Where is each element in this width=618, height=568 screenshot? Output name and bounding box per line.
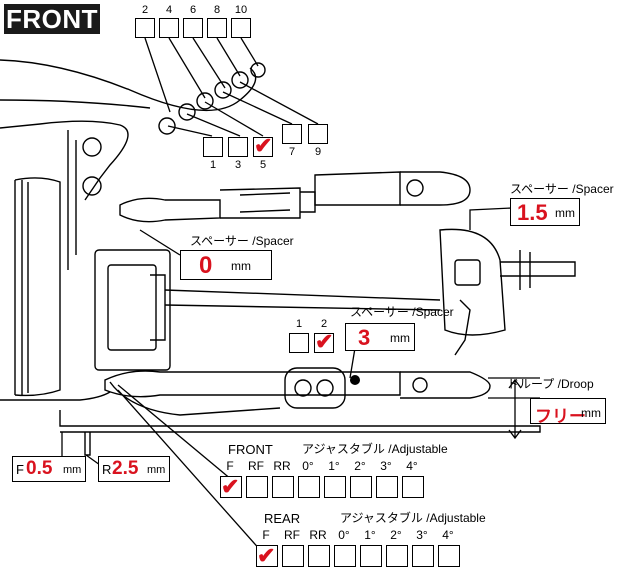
camber-bottom-box-5[interactable]: ✔ <box>253 133 273 158</box>
rear-offset-box: R 2.5 mm <box>98 456 170 482</box>
camber-top-box-8[interactable] <box>207 18 227 38</box>
rear-option-label: RF <box>284 528 300 542</box>
front-offset-prefix: F <box>16 462 24 477</box>
rear-option-box[interactable] <box>308 545 330 567</box>
arm-hole-label-1: 1 <box>295 318 303 330</box>
rear-option-box[interactable] <box>386 545 408 567</box>
arm-spacer-value-box: 3 mm <box>345 323 415 351</box>
rear-option-box[interactable] <box>412 545 434 567</box>
camber-top-label-2: 2 <box>141 4 149 16</box>
front-option-label: 3° <box>380 459 392 473</box>
outer-spacer-value: 1.5 <box>517 200 548 225</box>
front-offset-value: 0.5 <box>26 458 53 479</box>
rear-option-label: 3° <box>416 528 428 542</box>
rear-option-label: 0° <box>338 528 350 542</box>
droop-value: フリー <box>535 407 586 426</box>
camber-top-label-4: 4 <box>165 4 173 16</box>
check-mark-icon: ✔ <box>315 329 334 354</box>
front-option-box[interactable] <box>402 476 424 498</box>
camber-bottom-box-1[interactable] <box>203 137 223 157</box>
front-badge: FRONT <box>4 4 100 34</box>
camber-top-box-2[interactable] <box>135 18 155 38</box>
rear-option-box[interactable]: ✔ <box>256 545 278 567</box>
arm-spacer-unit: mm <box>390 331 410 345</box>
front-option-label: 4° <box>406 459 418 473</box>
upper-spacer-value: 0 <box>199 252 213 279</box>
front-option-label: RR <box>273 459 291 473</box>
camber-bottom-label-7: 7 <box>288 146 296 158</box>
camber-top-box-6[interactable] <box>183 18 203 38</box>
droop-unit: mm <box>581 406 601 420</box>
check-mark-icon: ✔ <box>257 543 276 568</box>
camber-top-box-4[interactable] <box>159 18 179 38</box>
outer-spacer-unit: mm <box>555 206 575 220</box>
arm-hole-box-1[interactable] <box>289 333 309 353</box>
upper-spacer-unit: mm <box>231 259 251 273</box>
front-option-label: 0° <box>302 459 314 473</box>
rear-offset-value: 2.5 <box>112 458 139 479</box>
camber-top-box-10[interactable] <box>231 18 251 38</box>
rear-option-box[interactable] <box>438 545 460 567</box>
droop-label: ドループ /Droop <box>507 377 594 391</box>
rear-option-box[interactable] <box>334 545 356 567</box>
arm-spacer-label: スペーサー /Spacer <box>350 305 454 319</box>
arm-spacer-value: 3 <box>358 325 371 350</box>
rear-option-label: 2° <box>390 528 402 542</box>
rear-adjustable-label: アジャスタブル /Adjustable <box>340 511 486 525</box>
camber-bottom-label-1: 1 <box>209 159 217 171</box>
camber-bottom-label-3: 3 <box>234 159 242 171</box>
front-mount-title: FRONT <box>228 442 273 457</box>
camber-top-label-8: 8 <box>213 4 221 16</box>
front-option-box[interactable] <box>324 476 346 498</box>
upper-spacer-label: スペーサー /Spacer <box>190 234 294 248</box>
camber-bottom-label-5: 5 <box>259 159 267 171</box>
front-offset-box: F 0.5 mm <box>12 456 86 482</box>
front-option-label: F <box>226 459 234 473</box>
front-option-box[interactable]: ✔ <box>220 476 242 498</box>
upper-spacer-value-box: 0 mm <box>180 250 272 280</box>
camber-bottom-box-9[interactable] <box>308 124 328 144</box>
rear-option-label: F <box>262 528 270 542</box>
front-option-box[interactable] <box>376 476 398 498</box>
rear-offset-unit: mm <box>147 464 166 476</box>
outer-spacer-label: スペーサー /Spacer <box>510 182 614 196</box>
front-option-box[interactable] <box>298 476 320 498</box>
front-adjustable-label: アジャスタブル /Adjustable <box>302 442 448 456</box>
arm-hole-label-2: 2 <box>320 318 328 330</box>
rear-option-box[interactable] <box>360 545 382 567</box>
rear-option-label: RR <box>309 528 327 542</box>
droop-value-box: フリー mm <box>530 398 606 426</box>
front-option-box[interactable] <box>350 476 372 498</box>
rear-option-label: 4° <box>442 528 454 542</box>
front-option-label: 1° <box>328 459 340 473</box>
camber-bottom-box-7[interactable] <box>282 124 302 144</box>
front-option-label: RF <box>248 459 264 473</box>
rear-offset-prefix: R <box>102 462 112 477</box>
rear-mount-title: REAR <box>264 511 301 526</box>
front-offset-unit: mm <box>63 464 82 476</box>
rear-option-label: 1° <box>364 528 376 542</box>
arm-hole-box-2[interactable]: ✔ <box>314 329 334 354</box>
front-option-label: 2° <box>354 459 366 473</box>
check-mark-icon: ✔ <box>221 474 240 499</box>
camber-bottom-box-3[interactable] <box>228 137 248 157</box>
front-option-box[interactable] <box>246 476 268 498</box>
check-mark-icon: ✔ <box>254 133 273 158</box>
camber-top-label-6: 6 <box>189 4 197 16</box>
rear-option-box[interactable] <box>282 545 304 567</box>
camber-top-label-10: 10 <box>234 4 248 16</box>
outer-spacer-value-box: 1.5 mm <box>510 198 580 226</box>
front-option-box[interactable] <box>272 476 294 498</box>
camber-bottom-label-9: 9 <box>314 146 322 158</box>
